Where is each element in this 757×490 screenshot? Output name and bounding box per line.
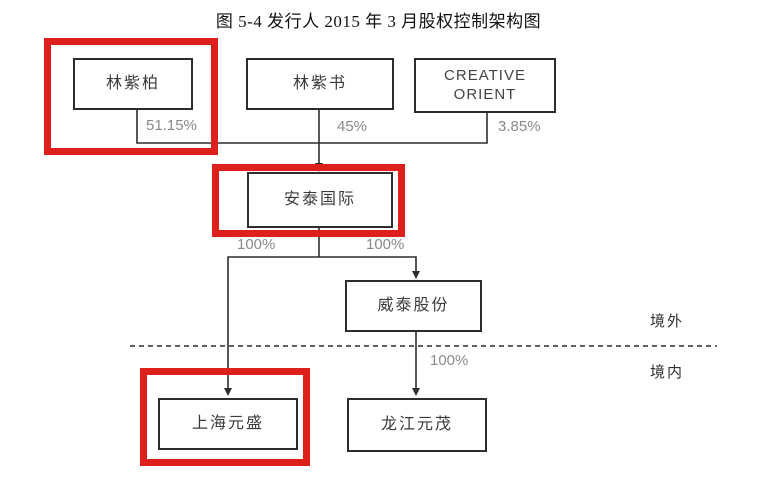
diagram-title: 图 5-4 发行人 2015 年 3 月股权控制架构图 — [215, 12, 542, 31]
node-lin-zishu-label: 林紫书 — [292, 75, 347, 92]
node-creative-orient: CREATIVE ORIENT — [414, 58, 556, 113]
node-lin-zibai-label: 林紫柏 — [105, 75, 160, 92]
arrowhead-into-longjiang-yuanmao — [412, 388, 420, 396]
node-longjiang-yuanmao: 龙江元茂 — [347, 398, 487, 452]
node-creative-orient-label: CREATIVE ORIENT — [444, 66, 526, 103]
node-antai-international: 安泰国际 — [247, 172, 393, 228]
pct-creative-orient: 3.85% — [498, 118, 541, 135]
node-weitai-shares: 威泰股份 — [345, 280, 482, 332]
pct-antai-left: 100% — [237, 236, 276, 253]
pct-lin-zibai: 51.15% — [146, 117, 197, 134]
split-connector-line — [227, 256, 417, 388]
node-shanghai-yuansheng-label: 上海元盛 — [191, 415, 264, 432]
node-antai-international-label: 安泰国际 — [283, 191, 356, 208]
arrowhead-into-weitai — [412, 271, 420, 279]
highlight-box-antai-international — [212, 164, 405, 237]
node-longjiang-yuanmao-label: 龙江元茂 — [380, 416, 453, 433]
highlight-box-shanghai-yuansheng — [140, 368, 310, 466]
pct-weitai: 100% — [430, 352, 469, 369]
top-connector-line — [136, 110, 488, 144]
region-domestic-label: 境内 — [650, 364, 685, 381]
node-lin-zishu: 林紫书 — [246, 58, 394, 110]
highlight-box-lin-zibai — [44, 38, 218, 155]
pct-lin-zishu: 45% — [337, 118, 368, 135]
node-weitai-shares-label: 威泰股份 — [377, 297, 450, 314]
node-shanghai-yuansheng: 上海元盛 — [158, 398, 298, 450]
region-overseas-label: 境外 — [650, 313, 685, 330]
arrowhead-into-shanghai-yuansheng — [224, 388, 232, 396]
pct-antai-right: 100% — [366, 236, 405, 253]
node-lin-zibai: 林紫柏 — [73, 58, 193, 110]
